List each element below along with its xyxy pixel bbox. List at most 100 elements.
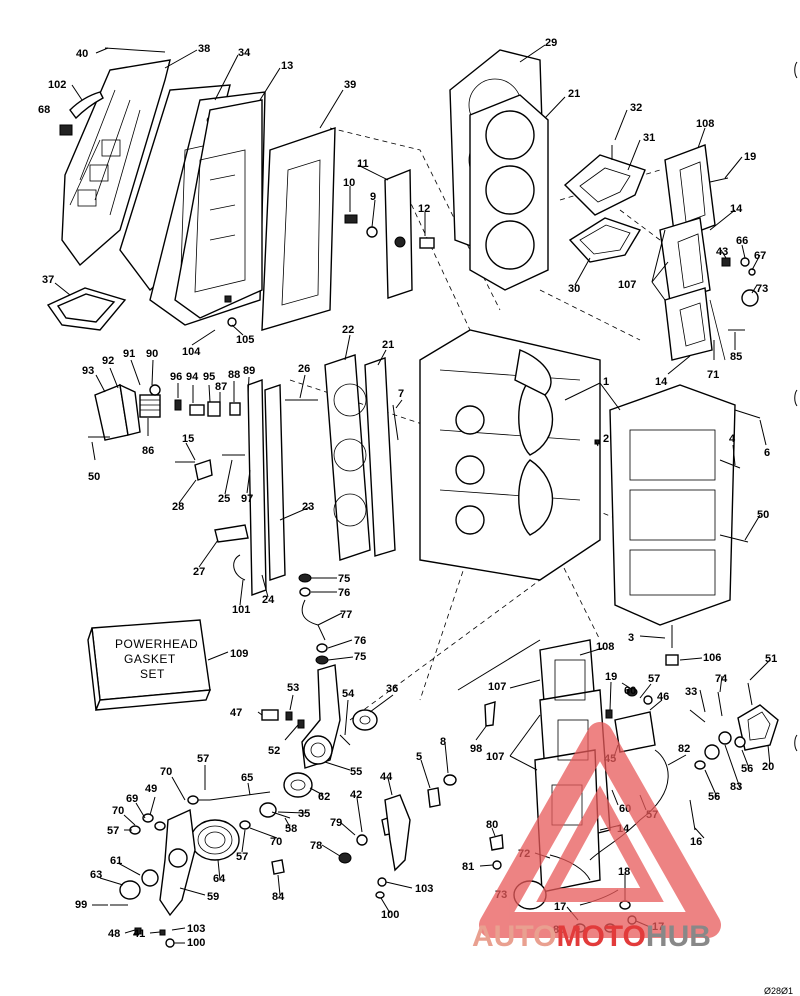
svg-text:80: 80 — [486, 819, 498, 831]
svg-text:14: 14 — [730, 203, 743, 215]
svg-text:29: 29 — [545, 37, 557, 49]
svg-text:19: 19 — [605, 671, 617, 683]
washer-36 — [352, 709, 378, 731]
svg-text:14: 14 — [655, 376, 668, 388]
svg-text:57: 57 — [648, 673, 660, 685]
svg-text:75: 75 — [338, 573, 350, 585]
svg-text:19: 19 — [744, 151, 756, 163]
svg-text:91: 91 — [123, 348, 135, 360]
svg-text:83: 83 — [730, 781, 742, 793]
svg-text:60: 60 — [624, 685, 636, 697]
sensor-28-15 — [175, 459, 213, 481]
svg-text:38: 38 — [198, 43, 210, 55]
svg-text:42: 42 — [350, 789, 362, 801]
svg-text:43: 43 — [716, 246, 728, 258]
svg-text:107: 107 — [618, 279, 636, 291]
svg-text:109: 109 — [230, 648, 248, 660]
svg-text:68: 68 — [38, 104, 50, 116]
svg-text:11: 11 — [357, 158, 369, 170]
svg-text:78: 78 — [310, 840, 322, 852]
svg-text:31: 31 — [643, 132, 655, 144]
svg-text:57: 57 — [197, 753, 209, 765]
svg-text:92: 92 — [102, 355, 114, 367]
collar-62 — [283, 772, 313, 798]
gasket-set-box — [87, 619, 212, 711]
svg-text:53: 53 — [287, 682, 299, 694]
svg-text:9: 9 — [370, 191, 376, 203]
svg-text:101: 101 — [232, 604, 250, 616]
automotohub-watermark — [479, 722, 721, 938]
svg-text:10: 10 — [343, 177, 355, 189]
gasket-30 — [568, 217, 642, 263]
svg-text:99: 99 — [75, 899, 87, 911]
svg-text:49: 49 — [145, 783, 157, 795]
svg-text:97: 97 — [241, 493, 253, 505]
svg-text:55: 55 — [350, 766, 362, 778]
gasket-box-line2: GASKET — [124, 652, 176, 666]
svg-text:105: 105 — [236, 334, 254, 346]
svg-text:22: 22 — [342, 324, 354, 336]
bracket-35-58 — [259, 802, 291, 819]
svg-text:41: 41 — [133, 928, 145, 940]
parts-103-100-bottom — [375, 877, 387, 899]
svg-text:54: 54 — [342, 688, 355, 700]
svg-text:75: 75 — [354, 651, 366, 663]
svg-text:13: 13 — [281, 60, 293, 72]
spring-64 — [190, 819, 240, 861]
gasket-box-line1: POWERHEAD — [115, 637, 198, 651]
svg-text:87: 87 — [215, 381, 227, 393]
svg-text:62: 62 — [318, 791, 330, 803]
fitting-68 — [59, 124, 73, 136]
svg-text:94: 94 — [186, 371, 199, 383]
svg-text:52: 52 — [268, 745, 280, 757]
throttle-arm-55 — [301, 664, 341, 769]
svg-text:104: 104 — [182, 346, 201, 358]
gasket-box-line3: SET — [140, 667, 165, 681]
svg-text:74: 74 — [715, 673, 728, 685]
svg-text:96: 96 — [170, 371, 182, 383]
head-gasket-21-top — [469, 94, 549, 291]
svg-text:40: 40 — [76, 48, 88, 60]
svg-text:24: 24 — [262, 594, 275, 606]
svg-text:108: 108 — [596, 641, 614, 653]
intake-cover-assembly — [61, 59, 171, 267]
svg-text:32: 32 — [630, 102, 642, 114]
reed-block-108-stack — [659, 144, 726, 361]
parts-33-74-51-56-83 — [689, 682, 753, 831]
svg-text:89: 89 — [243, 365, 255, 377]
parts-61-63-99-48-41 — [110, 869, 175, 948]
crankcase-block — [419, 329, 601, 581]
svg-text:88: 88 — [228, 369, 240, 381]
svg-text:66: 66 — [736, 235, 748, 247]
reed-plate-11 — [384, 168, 413, 299]
svg-text:84: 84 — [272, 891, 285, 903]
watermark-auto: AUTOMOTOHUB — [472, 920, 711, 953]
svg-text:48: 48 — [108, 928, 120, 940]
svg-text:67: 67 — [754, 250, 766, 262]
svg-text:100: 100 — [187, 937, 205, 949]
svg-text:16: 16 — [690, 836, 702, 848]
svg-text:51: 51 — [765, 653, 777, 665]
svg-text:65: 65 — [241, 772, 253, 784]
svg-text:47: 47 — [230, 707, 242, 719]
svg-text:57: 57 — [107, 825, 119, 837]
sender-27 — [214, 524, 249, 543]
svg-text:30: 30 — [568, 283, 580, 295]
part-84 — [271, 859, 285, 875]
svg-text:103: 103 — [415, 883, 433, 895]
svg-text:28: 28 — [172, 501, 184, 513]
svg-text:107: 107 — [486, 751, 504, 763]
svg-text:98: 98 — [470, 743, 482, 755]
leader-lines — [54, 44, 771, 944]
svg-text:108: 108 — [696, 118, 714, 130]
svg-text:15: 15 — [182, 433, 194, 445]
svg-text:58: 58 — [285, 823, 297, 835]
svg-text:82: 82 — [678, 743, 690, 755]
svg-text:77: 77 — [340, 609, 352, 621]
parts-78-79-42-44 — [338, 794, 411, 872]
svg-text:6: 6 — [764, 447, 770, 459]
svg-text:50: 50 — [88, 471, 100, 483]
svg-text:37: 37 — [42, 274, 54, 286]
reed-cover-31 — [563, 154, 646, 216]
svg-text:102: 102 — [48, 79, 66, 91]
